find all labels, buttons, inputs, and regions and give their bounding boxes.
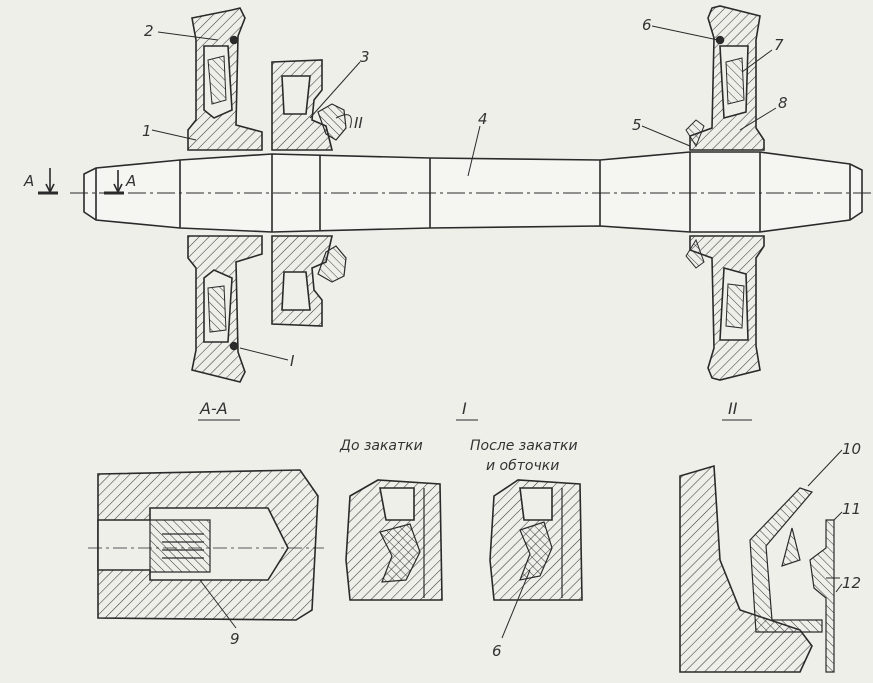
left-wheel-upper	[187, 7, 263, 151]
gear-disc-upper	[271, 59, 347, 151]
caption-view-aa: A-A	[199, 399, 228, 418]
label-part-10: 10	[842, 440, 861, 458]
label-part-7: 7	[774, 36, 784, 54]
right-wheel-upper	[685, 5, 765, 151]
label-part-6: 6	[642, 16, 652, 34]
label-part-11: 11	[842, 500, 861, 518]
label-part-2: 2	[144, 22, 154, 40]
view-captions: A-A I II До закатки После закатки и обто…	[198, 399, 752, 474]
label-part-1: 1	[142, 122, 152, 140]
left-wheel-lower	[187, 235, 263, 383]
detail-i-before	[345, 479, 443, 601]
detail-ii: 10 11 12	[679, 440, 861, 673]
label-detail-ii-mark: II	[354, 114, 363, 132]
label-section-a-left: A	[23, 172, 34, 190]
label-part-5: 5	[632, 116, 642, 134]
label-detail-i-mark: I	[290, 352, 295, 370]
label-part-8: 8	[778, 94, 788, 112]
detail-i-after: 6	[489, 479, 583, 660]
label-part-4: 4	[478, 110, 488, 128]
section-a-markers	[38, 168, 124, 195]
axle	[83, 151, 863, 233]
label-part-6-detail: 6	[492, 642, 502, 660]
section-aa-detail: 9	[88, 469, 324, 648]
part-labels: 2 1 3 II 4 5 6 7 8 I A A	[23, 16, 788, 370]
label-part-3: 3	[360, 48, 370, 66]
leader-lines	[151, 25, 777, 361]
wheelset-assembly	[38, 5, 872, 383]
label-section-a-right: A	[125, 172, 136, 190]
label-part-12: 12	[842, 574, 861, 592]
caption-after-rolling-1: После закатки	[470, 438, 578, 454]
caption-after-rolling-2: и обточки	[486, 458, 559, 474]
caption-before-rolling: До закатки	[339, 438, 423, 454]
caption-view-ii: II	[728, 399, 738, 418]
label-part-9: 9	[230, 630, 240, 648]
caption-view-i: I	[462, 399, 467, 418]
gear-disc-lower	[271, 235, 347, 327]
right-wheel-lower	[685, 235, 765, 381]
